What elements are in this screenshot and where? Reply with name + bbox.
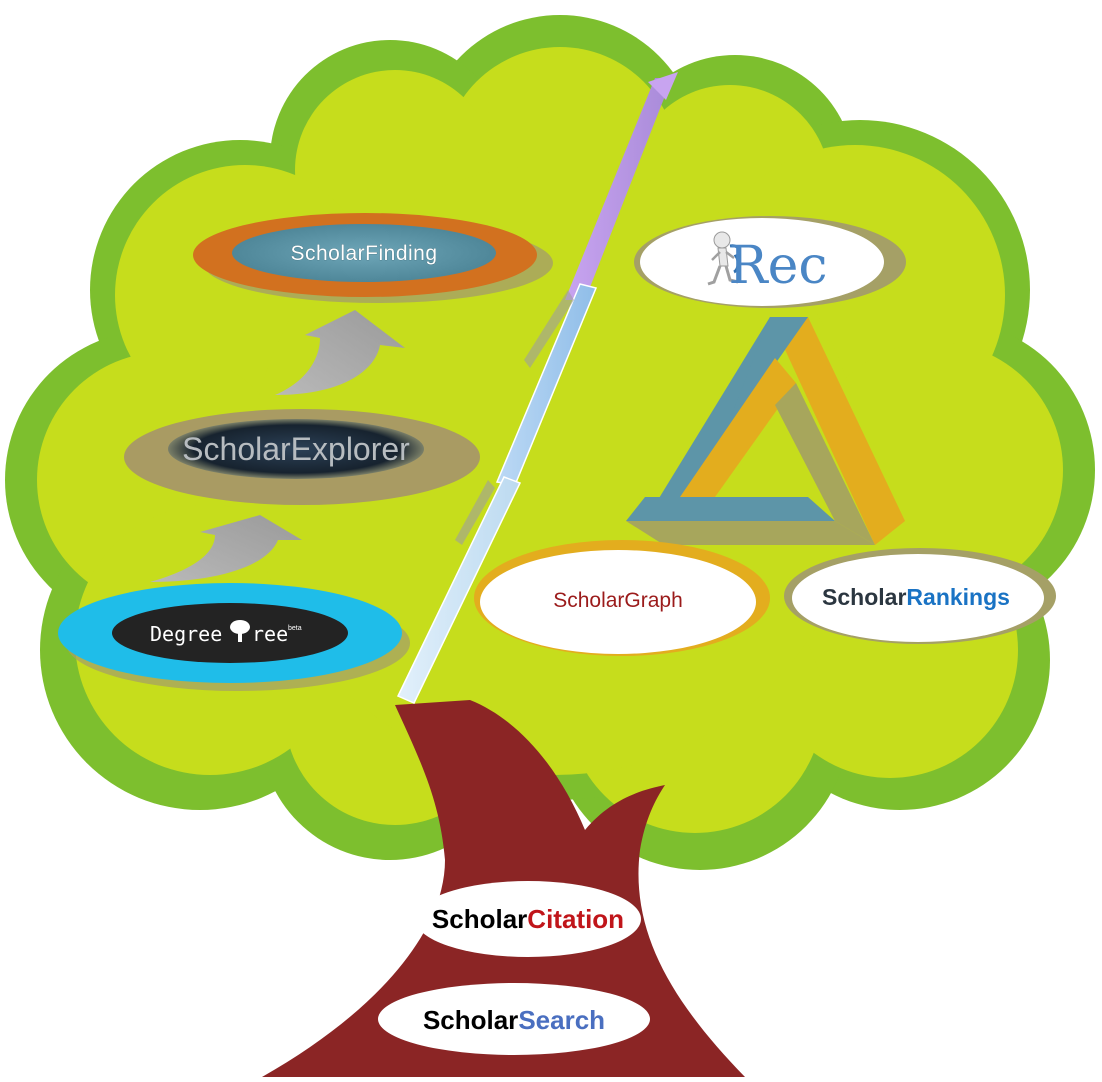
penrose-triangle-icon [626,317,905,545]
degreetree-label-post: ree [252,622,288,646]
stem-segment-top [565,78,672,300]
degreetree-node[interactable] [58,583,410,691]
scholarcitation-node[interactable] [415,881,641,957]
stem-shadow-2 [455,480,495,545]
rec-label: Rec [728,236,827,296]
scholarsearch-label: ScholarSearch [423,1005,605,1035]
tree-logo-icon [230,620,250,642]
rec-person-icon [707,231,741,286]
scholarrankings-label: ScholarRankings [822,584,1010,610]
scholarcitation-suffix: Citation [527,904,624,934]
scholarexplorer-label: ScholarExplorer [182,431,410,467]
stem-shadow-1 [524,290,574,368]
scholargraph-node[interactable] [474,540,770,656]
scholarrankings-suffix: Rankings [906,584,1010,610]
scholargraph-label: ScholarGraph [553,589,683,612]
stem-segment-bottom [396,476,522,704]
scholarsearch-node[interactable] [378,983,650,1055]
arrow-up-icon [150,515,302,582]
scholarsearch-suffix: Search [518,1005,605,1035]
scholarcitation-prefix: Scholar [432,904,527,934]
scholarfinding-label: ScholarFinding [290,242,437,265]
scholarfinding-node[interactable] [193,213,553,303]
scholarrankings-node[interactable] [784,548,1056,644]
central-stem [396,72,678,704]
scholarsearch-prefix: Scholar [423,1005,518,1035]
rec-node[interactable] [634,216,906,308]
degreetree-label-pre: Degree [150,622,222,646]
degreetree-beta-badge: beta [288,625,302,632]
stem-arrow-head [648,72,678,100]
scholarcitation-label: ScholarCitation [432,904,624,934]
scholarexplorer-node[interactable] [124,409,480,505]
arrow-up-icon [275,310,405,395]
degreetree-label: Degree [150,622,222,646]
scholarrankings-prefix: Scholar [822,584,906,610]
